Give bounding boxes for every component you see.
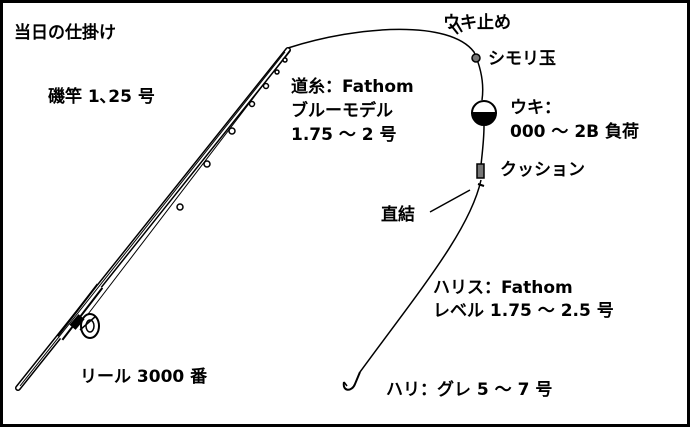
direct-pointer (429, 189, 471, 213)
line-float-to-cushion (480, 125, 485, 166)
direct-knot (477, 183, 485, 187)
mainline-label-2: ブルーモデル (291, 101, 393, 121)
mainline-label-1: 道糸：Fathom (291, 77, 414, 97)
rod (15, 47, 291, 391)
shimori-bead (471, 53, 481, 63)
float-label-2: 000 ～ 2B 負荷 (510, 122, 640, 142)
float-stop-label: ウキ止め (443, 13, 511, 33)
mainline-label-3: 1.75 ～ 2 号 (291, 125, 397, 145)
leader-label-1: ハリス：Fathom (433, 278, 573, 298)
cushion-label: クッション (500, 160, 585, 180)
float-label-1: ウキ： (510, 98, 561, 118)
line-along-rod (81, 49, 291, 323)
leader-label-2: レベル 1.75 ～ 2.5 号 (433, 301, 614, 321)
hook-barb (343, 381, 348, 387)
direct-label: 直結 (381, 205, 415, 225)
diagram-title: 当日の仕掛け (14, 23, 116, 43)
rod-label: 磯竿 1､25 号 (48, 87, 155, 107)
float-stop-knot (449, 21, 463, 35)
hook-label: ハリ：グレ 5 ～ 7 号 (386, 380, 553, 400)
leader-line (359, 179, 482, 373)
float (470, 100, 498, 126)
shimori-label: シモリ玉 (488, 49, 556, 69)
cushion (476, 163, 485, 179)
reel (69, 313, 100, 339)
main-line (287, 28, 484, 101)
reel-label: リール 3000 番 (80, 367, 208, 387)
rod-guides (176, 57, 288, 211)
hook (342, 371, 361, 391)
